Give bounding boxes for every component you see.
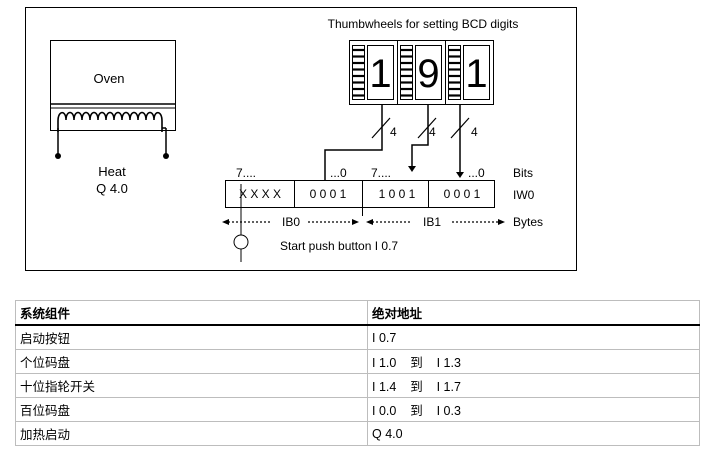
wire-arrow-2 xyxy=(456,172,464,178)
thumbwheel-digit: 1 xyxy=(369,52,391,96)
byte0-label: IB0 xyxy=(282,215,300,229)
oven: Oven Heat Q 4.0 xyxy=(50,40,176,196)
word-label: IW0 xyxy=(513,188,535,202)
heat-terminal-left xyxy=(55,153,61,159)
diagram-frame xyxy=(25,7,577,271)
table-row: 百位码盘 I 0.0 到 I 0.3 xyxy=(15,397,700,422)
byte1-label: IB1 xyxy=(423,215,441,229)
oven-label: Oven xyxy=(93,71,124,86)
header-address: 绝对地址 xyxy=(367,300,700,326)
thumbwheel-tens: 9 xyxy=(397,40,446,105)
thumbwheels-title: Thumbwheels for setting BCD digits xyxy=(328,17,519,31)
table-row: 十位指轮开关 I 1.4 到 I 1.7 xyxy=(15,373,700,398)
component-cell: 个位码盘 xyxy=(15,349,368,374)
component-cell: 加热启动 xyxy=(15,421,368,446)
address-cell: I 1.0 到 I 1.3 xyxy=(367,349,700,374)
bit-0-byte1: ...0 xyxy=(468,166,485,180)
address-cell: I 0.0 到 I 0.3 xyxy=(367,397,700,422)
word-cell-2: 0 0 0 1 xyxy=(310,187,347,201)
table-row: 启动按钮 I 0.7 xyxy=(15,324,700,350)
wire-label-3: 4 xyxy=(471,125,478,139)
system-diagram: Oven Heat Q 4.0 Thumbwheels for setting … xyxy=(25,7,577,271)
wire-arrow-1 xyxy=(408,166,416,172)
start-button-label: Start push button I 0.7 xyxy=(280,239,398,253)
bit-0-byte0: ...0 xyxy=(330,166,347,180)
heat-terminal-right xyxy=(163,153,169,159)
bit-7-byte1: 7.... xyxy=(371,166,391,180)
thumbwheel-digit: 1 xyxy=(465,52,487,96)
thumbwheel-digit: 9 xyxy=(417,52,439,96)
address-table: 系统组件 绝对地址 启动按钮 I 0.7 个位码盘 I 1.0 到 I 1.3 … xyxy=(15,300,700,446)
wire-label-2: 4 xyxy=(429,125,436,139)
thumbwheel-hundreds: 1 xyxy=(349,40,398,105)
word-cell-1: X X X X xyxy=(239,187,281,201)
table-row: 加热启动 Q 4.0 xyxy=(15,421,700,446)
address-cell: Q 4.0 xyxy=(367,421,700,446)
component-cell: 百位码盘 xyxy=(15,397,368,422)
heat-label: Heat xyxy=(98,164,126,179)
input-word xyxy=(225,180,495,216)
header-component: 系统组件 xyxy=(15,300,368,326)
address-cell: I 1.4 到 I 1.7 xyxy=(367,373,700,398)
bcd-wires xyxy=(324,104,470,180)
word-cell-4: 0 0 0 1 xyxy=(444,187,481,201)
start-push-button-icon xyxy=(233,234,249,250)
bit-7-byte0: 7.... xyxy=(236,166,256,180)
component-cell: 十位指轮开关 xyxy=(15,373,368,398)
wire-label-1: 4 xyxy=(390,125,397,139)
heating-coil-icon xyxy=(57,111,163,132)
byte-arrowheads xyxy=(222,219,505,225)
bits-label: Bits xyxy=(513,166,533,180)
word-cell-3: 1 0 0 1 xyxy=(379,187,416,201)
oven-box xyxy=(50,40,176,131)
component-cell: 启动按钮 xyxy=(15,324,368,350)
table-row: 个位码盘 I 1.0 到 I 1.3 xyxy=(15,349,700,374)
bytes-label: Bytes xyxy=(513,215,543,229)
heat-address: Q 4.0 xyxy=(96,181,128,196)
thumbwheel-units: 1 xyxy=(445,40,494,105)
address-cell: I 0.7 xyxy=(367,324,700,350)
table-header-row: 系统组件 绝对地址 xyxy=(15,300,700,326)
